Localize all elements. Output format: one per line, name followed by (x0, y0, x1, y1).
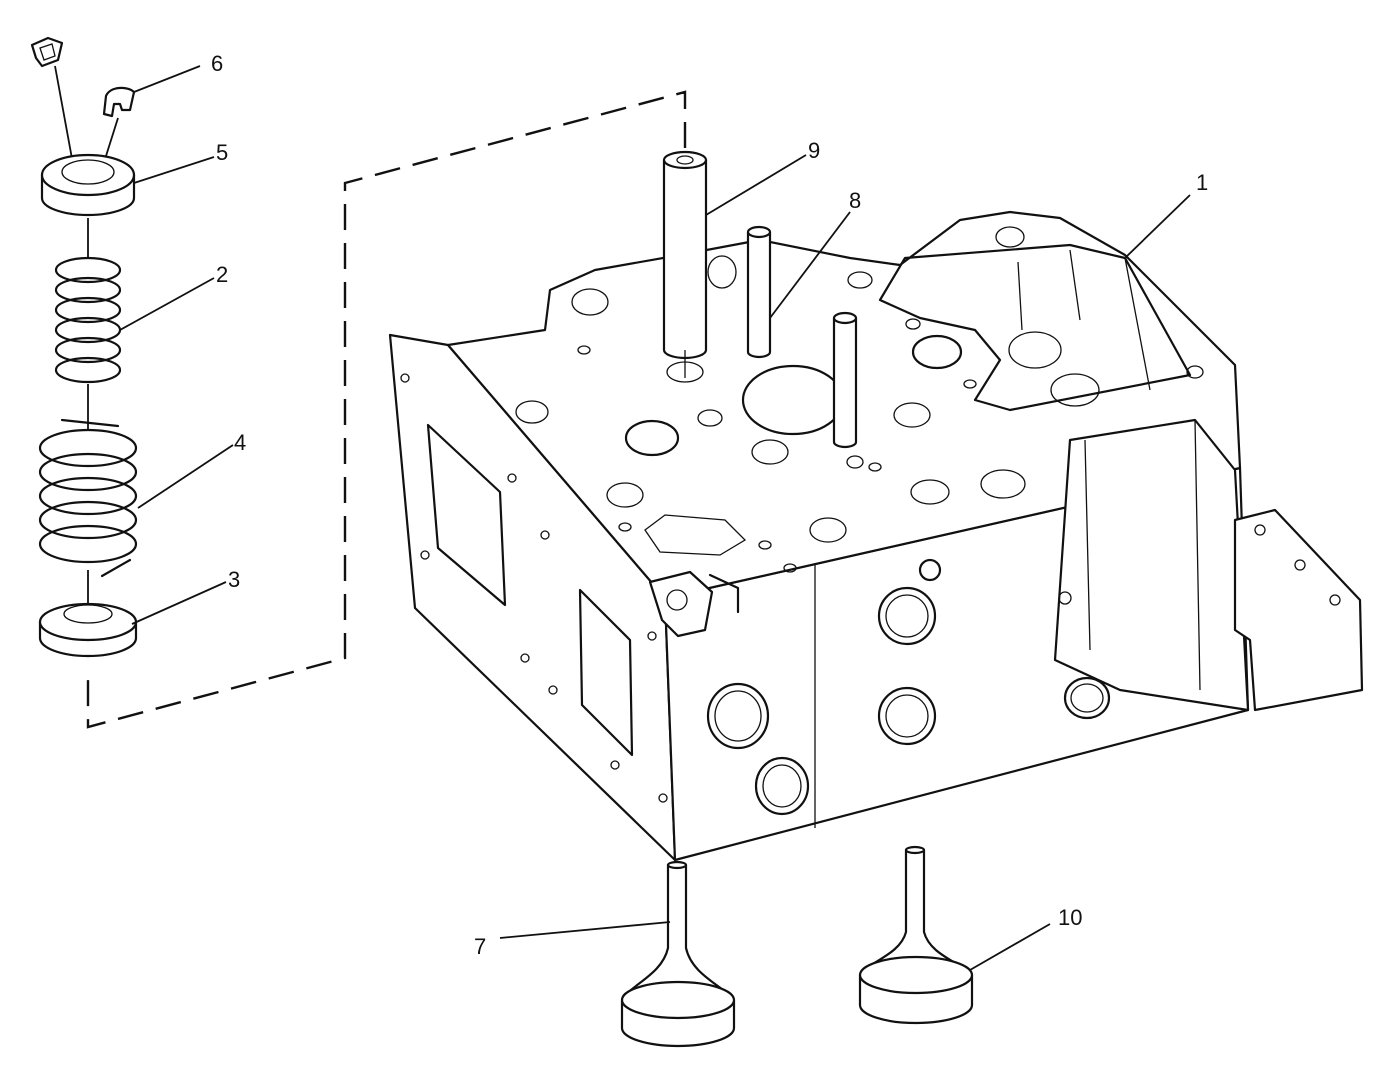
assembly-dashed-line (86, 90, 687, 729)
cylinder-head (388, 210, 1364, 862)
intake-valve (620, 860, 736, 1048)
inner-valve-spring (54, 256, 122, 384)
callout-5: 5 (216, 140, 228, 165)
dowel-pin-rear (832, 311, 858, 449)
callout-6: 6 (211, 51, 223, 76)
callout-8: 8 (849, 188, 861, 213)
callout-7: 7 (474, 934, 486, 959)
callout-10: 10 (1058, 905, 1082, 930)
callout-leaders (119, 65, 1191, 971)
valve-guide-tube (662, 150, 708, 383)
valve-keeper-square (30, 36, 64, 68)
callout-2: 2 (216, 262, 228, 287)
exhaust-valve (858, 845, 974, 1025)
valve-keeper-half (102, 86, 136, 118)
dowel-pin-front (746, 225, 772, 359)
callout-3: 3 (228, 567, 240, 592)
callout-4: 4 (234, 430, 246, 455)
callout-9: 9 (808, 138, 820, 163)
callout-1: 1 (1196, 170, 1208, 195)
outer-valve-spring (38, 418, 138, 578)
spring-retainer (40, 153, 136, 217)
spring-seat-washer (38, 602, 138, 658)
